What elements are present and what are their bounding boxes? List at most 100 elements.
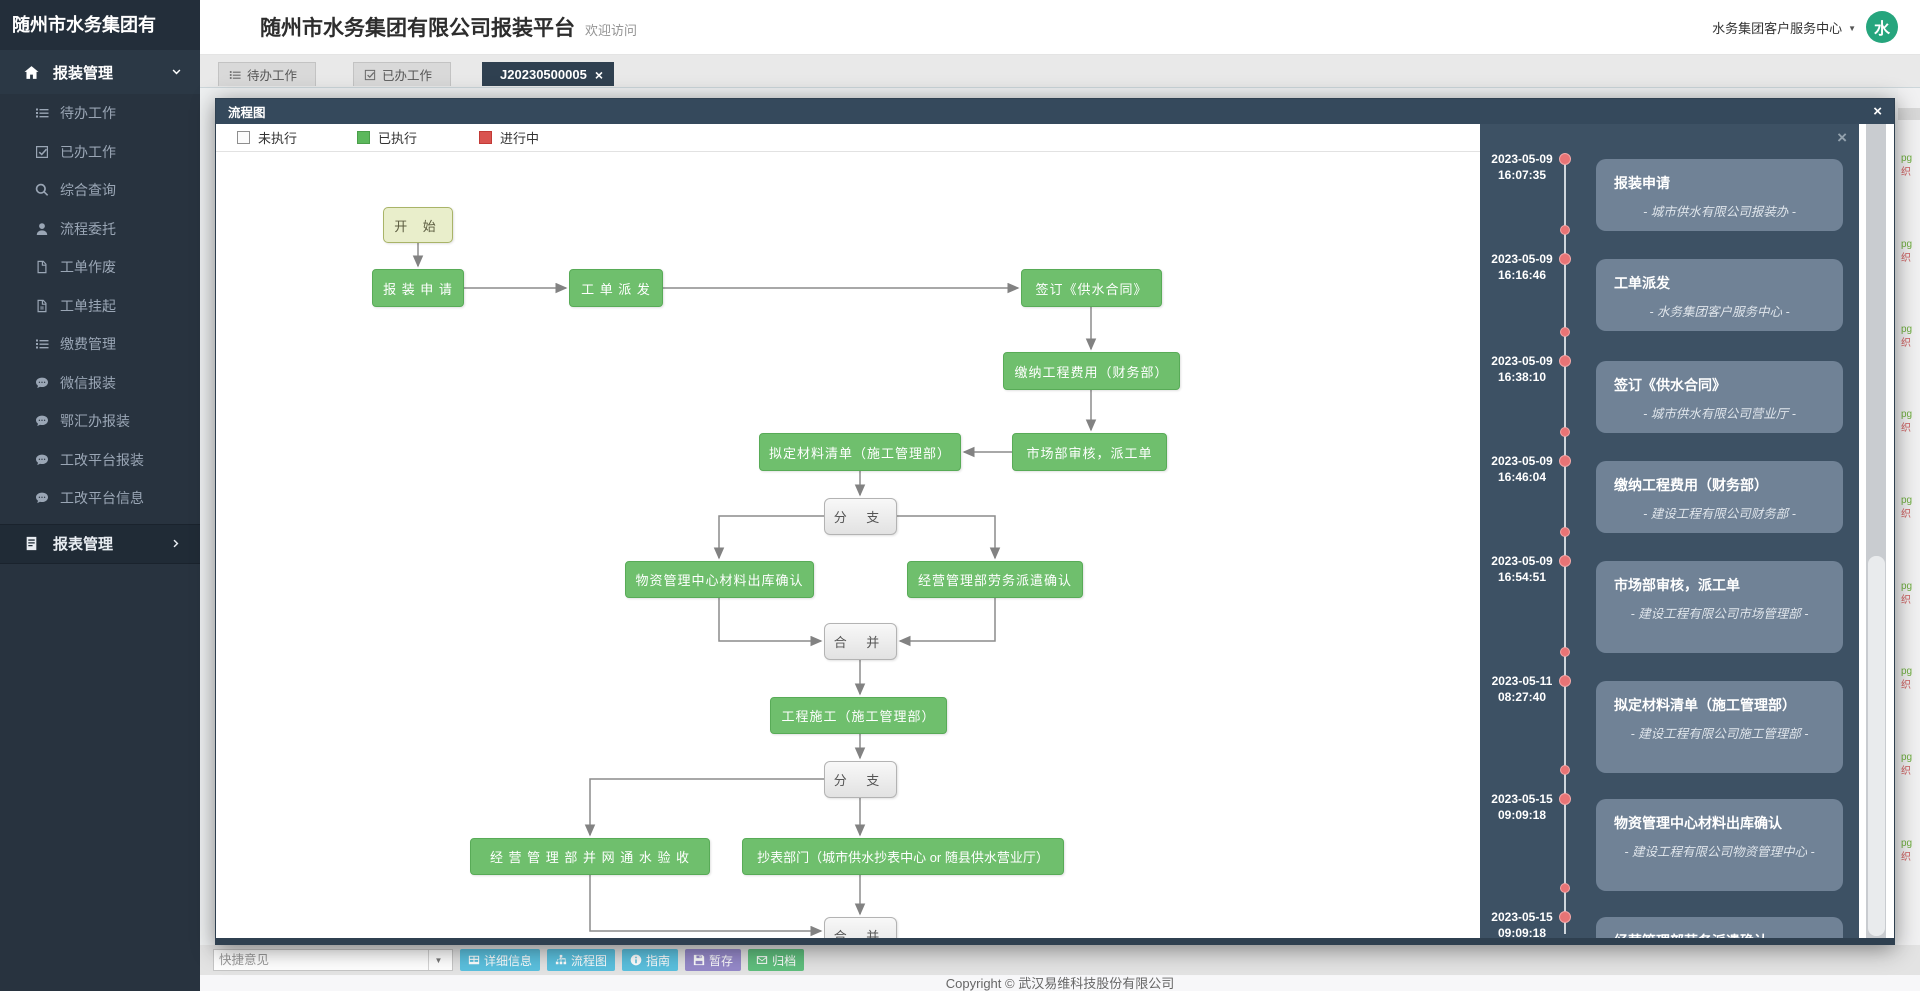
edge-text-fragment: 织 — [1901, 680, 1911, 691]
sidebar-item-label: 鄂汇办报装 — [60, 413, 130, 430]
guide-button[interactable]: 指南 — [622, 949, 679, 971]
sidebar-section-label: 报装管理 — [53, 64, 114, 82]
sidebar-item-label: 工改平台信息 — [60, 490, 144, 507]
detail-info-button[interactable]: 详细信息 — [460, 949, 541, 971]
sidebar-item-label: 工单作废 — [60, 259, 116, 276]
scrollbar-thumb[interactable] — [1867, 556, 1885, 936]
tab-done[interactable]: 已办工作 — [353, 62, 451, 86]
timeline-step-title: 物资管理中心材料出库确认 — [1614, 815, 1782, 831]
timeline-step-title: 市场部审核，派工单 — [1614, 577, 1740, 593]
sidebar-section-baozhuang[interactable]: 报装管理 — [0, 50, 200, 94]
timeline-dot — [1559, 253, 1571, 265]
sidebar-item-label: 微信报装 — [60, 374, 116, 391]
tab-label: 已办工作 — [382, 69, 433, 83]
timeline-card: 工单派发 - 水务集团客户服务中心 - — [1596, 259, 1843, 331]
timeline-step-org: - 建设工程有限公司市场管理部 - — [1630, 607, 1809, 621]
flow-legend: 未执行 已执行 进行中 — [216, 124, 1480, 152]
edge-link-fragment: pg — [1901, 838, 1913, 849]
tab-todo[interactable]: 待办工作 — [218, 62, 316, 86]
sidebar-section-reports[interactable]: 报表管理 — [0, 523, 200, 564]
tab-close-icon[interactable]: × — [594, 66, 603, 83]
sidebar-item-wechat[interactable]: 微信报装 — [0, 364, 200, 403]
quick-opinion-input[interactable] — [214, 950, 428, 970]
sidebar-item-todo[interactable]: 待办工作 — [0, 94, 200, 133]
flow-node-construction: 工程施工（施工管理部） — [770, 697, 947, 734]
flow-node-labor-confirm: 经营管理部劳务派遣确认 — [907, 561, 1083, 598]
avatar[interactable]: 水 — [1866, 11, 1898, 43]
flow-node-material-list: 拟定材料清单（施工管理部） — [759, 433, 961, 471]
sidebar-item-payment[interactable]: 缴费管理 — [0, 325, 200, 364]
select-caret-icon[interactable]: ▼ — [428, 950, 448, 970]
legend-running-label: 进行中 — [500, 131, 540, 146]
archive-button[interactable]: 归档 — [748, 949, 805, 971]
timeline-dot — [1559, 555, 1571, 567]
legend-pending-swatch — [237, 131, 250, 144]
flow-node-merge-1: 合 并 — [824, 623, 897, 660]
list-icon — [34, 106, 50, 120]
sidebar-item-delegate[interactable]: 流程委托 — [0, 210, 200, 249]
timeline-step-org: - 城市供水有限公司营业厅 - — [1643, 407, 1796, 421]
timeline-card: 签订《供水合同》 - 城市供水有限公司营业厅 - — [1596, 361, 1843, 433]
flow-node-acceptance: 经 营 管 理 部 并 网 通 水 验 收 — [470, 838, 710, 875]
timeline-close-icon[interactable]: × — [1837, 128, 1847, 147]
chevron-right-icon — [171, 538, 182, 549]
sidebar-item-label: 待办工作 — [60, 105, 116, 122]
caret-down-icon: ▼ — [1848, 23, 1856, 33]
flowchart-modal: 流程图 × 未执行 已执行 进行中 — [215, 98, 1895, 945]
sidebar-item-gonggai-info[interactable]: 工改平台信息 — [0, 479, 200, 518]
sidebar-section-label: 报表管理 — [53, 536, 114, 553]
timeline-dot — [1559, 793, 1571, 805]
modal-body: 未执行 已执行 进行中 — [216, 124, 1894, 938]
flow-node-warehouse-confirm: 物资管理中心材料出库确认 — [625, 561, 814, 598]
legend-pending-label: 未执行 — [258, 131, 298, 146]
comment-icon — [34, 491, 50, 505]
home-icon — [24, 65, 39, 80]
edge-link-fragment: pg — [1901, 752, 1913, 763]
quick-opinion-select[interactable]: ▼ — [213, 949, 453, 971]
tab-workorder[interactable]: J20230500005 × — [482, 62, 614, 86]
user-name: 水务集团客户服务中心 — [1712, 20, 1843, 36]
sidebar-item-void[interactable]: 工单作废 — [0, 248, 200, 287]
flow-node-market-review: 市场部审核，派工单 — [1012, 433, 1167, 471]
sidebar-item-gonggai-apply[interactable]: 工改平台报装 — [0, 441, 200, 480]
sidebar-item-suspend[interactable]: 工单挂起 — [0, 287, 200, 326]
detail-icon — [468, 954, 480, 966]
timeline-dot — [1559, 153, 1571, 165]
legend-running-swatch — [479, 131, 493, 144]
sidebar-item-done[interactable]: 已办工作 — [0, 133, 200, 172]
button-label: 流程图 — [571, 953, 608, 968]
flow-node-dispatch: 工 单 派 发 — [569, 269, 663, 307]
timeline-step-title: 缴纳工程费用（财务部） — [1614, 477, 1768, 493]
flowchart-button[interactable]: 流程图 — [547, 949, 616, 971]
timeline-step-title: 拟定材料清单（施工管理部） — [1614, 697, 1796, 713]
timeline-card: 经营管理部劳务派遣确认 — [1596, 917, 1843, 938]
chevron-down-icon — [171, 67, 182, 78]
timeline-card: 拟定材料清单（施工管理部） - 建设工程有限公司施工管理部 - — [1596, 681, 1843, 773]
comment-icon — [34, 376, 50, 390]
save-draft-button[interactable]: 暂存 — [685, 949, 742, 971]
button-label: 暂存 — [709, 953, 734, 968]
check-square-icon — [34, 145, 50, 159]
legend-done-swatch — [357, 131, 371, 144]
timeline-step-title: 签订《供水合同》 — [1614, 377, 1726, 393]
flow-node-merge-2: 合 并 — [824, 917, 897, 938]
sidebar-item-label: 工改平台报装 — [60, 451, 144, 468]
edge-text-fragment: 织 — [1901, 423, 1911, 434]
modal-scrollbar[interactable] — [1866, 124, 1886, 938]
sidebar-item-ehuiban[interactable]: 鄂汇办报装 — [0, 402, 200, 441]
edge-text-fragment: 织 — [1901, 595, 1911, 606]
button-label: 详细信息 — [484, 953, 533, 968]
sidebar-item-search[interactable]: 综合查询 — [0, 171, 200, 210]
sitemap-icon — [555, 954, 567, 966]
timeline-dot — [1559, 455, 1571, 467]
copyright: Copyright © 武汉易维科技股份有限公司 — [200, 975, 1920, 991]
edge-text-fragment: 织 — [1901, 167, 1911, 178]
timeline-step-org: - 水务集团客户服务中心 - — [1649, 305, 1790, 319]
edge-link-fragment: pg — [1901, 666, 1913, 677]
user-menu[interactable]: 水务集团客户服务中心 ▼ 水 — [1712, 11, 1898, 43]
modal-close-icon[interactable]: × — [1873, 103, 1882, 120]
